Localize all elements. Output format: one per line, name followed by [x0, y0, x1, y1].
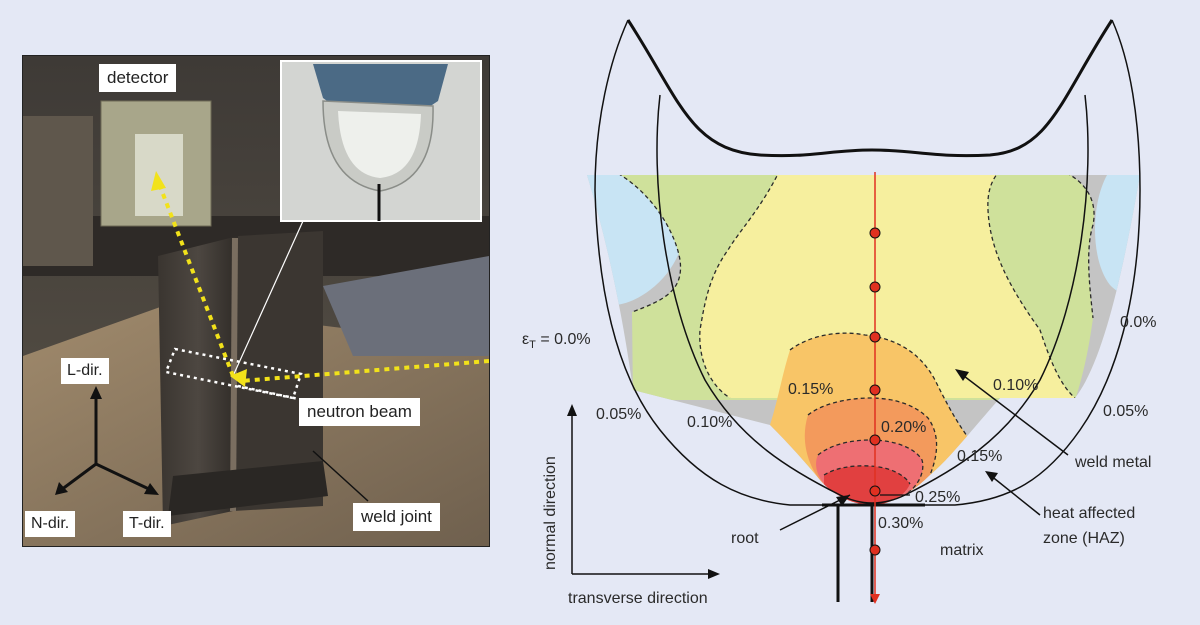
strain-label-left-0-05: 0.05% — [596, 406, 641, 423]
matrix-label: matrix — [940, 542, 984, 559]
inset-leader-line — [232, 220, 304, 377]
strain-label-c-0-30: 0.30% — [878, 515, 923, 532]
zone-yellow — [699, 175, 1075, 398]
axis-t-arrowhead — [144, 483, 159, 495]
weld-metal-boundary — [656, 94, 1089, 504]
contour-right-outer — [1059, 175, 1095, 319]
incident-beam — [240, 359, 489, 383]
l-dir-label: L-dir. — [61, 358, 109, 384]
inset-weld-cap — [313, 64, 448, 111]
measurement-point — [869, 544, 881, 556]
leader-haz-arrowhead — [985, 471, 998, 482]
machine-left-frame — [23, 116, 93, 266]
leader-weld-metal — [959, 372, 1069, 456]
n-dir-label: N-dir. — [25, 511, 76, 537]
plate-base — [168, 461, 328, 516]
measurement-point — [869, 434, 881, 446]
weld-plate-right — [233, 231, 323, 511]
axis-n — [60, 462, 97, 492]
diffracted-beam-arrowhead — [151, 171, 166, 191]
root-label: root — [731, 530, 759, 547]
normal-direction-arrowhead — [567, 404, 577, 416]
strain-label-left-0-10: 0.10% — [687, 414, 732, 431]
weld-plate-left — [158, 236, 238, 526]
measurement-point — [869, 485, 881, 497]
normal-direction-label: normal direction — [542, 456, 559, 570]
strain-label-r-0-0: 0.0% — [1120, 314, 1156, 331]
contour-lines — [611, 175, 1095, 496]
weld-surface-outline — [626, 19, 1114, 158]
haz-outer-boundary — [594, 19, 1141, 506]
haz-label-line1: heat affected — [1043, 505, 1135, 522]
strain-label-r-0-15: 0.15% — [957, 448, 1002, 465]
measurement-point — [869, 384, 881, 396]
detector-window — [135, 134, 183, 216]
weld-joint-leader — [312, 450, 369, 502]
strain-label-c-0-15: 0.15% — [788, 381, 833, 398]
leader-haz — [989, 474, 1041, 516]
detector-label: detector — [99, 64, 177, 92]
strain-label-r-0-05: 0.05% — [1103, 403, 1148, 420]
measurement-line-arrowhead — [870, 594, 880, 604]
measurement-point — [869, 227, 881, 239]
clamp-fixture — [323, 256, 489, 356]
strain-label-eps: εT = 0.0% — [522, 331, 591, 351]
gauge-volume — [164, 347, 303, 400]
incident-beam-arrowhead — [230, 369, 247, 387]
transverse-direction-arrowhead — [708, 569, 720, 579]
leader-weld-metal-arrowhead — [955, 369, 969, 381]
haz-label-line2: zone (HAZ) — [1043, 530, 1125, 547]
strain-label-r-0-10: 0.10% — [993, 377, 1038, 394]
weld-metal-label: weld metal — [1074, 454, 1151, 471]
strain-label-c-0-20: 0.20% — [881, 419, 926, 436]
strain-map — [587, 175, 1140, 505]
gauge-leader — [237, 384, 309, 403]
measurement-point — [869, 331, 881, 343]
measurement-point — [869, 281, 881, 293]
experiment-photo: detector neutron beam weld joint L-dir. … — [22, 55, 490, 547]
contour-left-outer — [611, 175, 682, 313]
leader-root — [779, 494, 851, 531]
axis-t — [95, 462, 152, 492]
t-dir-label: T-dir. — [123, 511, 171, 537]
diffracted-beam — [156, 180, 235, 377]
photo-scene — [23, 56, 489, 546]
inset-weld-metal — [338, 111, 421, 178]
transverse-direction-label: transverse direction — [568, 590, 708, 607]
contour-orange — [789, 332, 971, 441]
measurement-points — [869, 227, 881, 556]
neutron-beam-label: neutron beam — [299, 398, 420, 426]
axis-l-arrowhead — [90, 386, 102, 399]
strain-label-c-0-25: 0.25% — [915, 489, 960, 506]
leader-root-arrowhead — [836, 495, 850, 506]
axis-n-arrowhead — [55, 482, 68, 495]
weld-joint-label: weld joint — [353, 503, 440, 531]
contour-right-yellow — [987, 175, 1076, 399]
